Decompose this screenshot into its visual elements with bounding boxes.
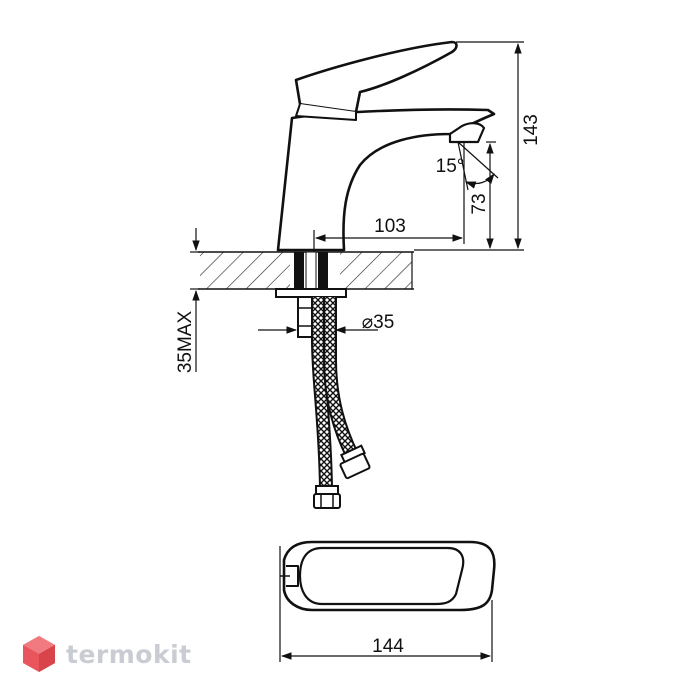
faucet-side-view	[276, 40, 496, 252]
dim-height-total: 143	[521, 114, 542, 146]
dimension-lines	[190, 41, 524, 662]
dim-hole-diameter: ⌀35	[362, 312, 395, 333]
supply-hoses	[311, 297, 371, 509]
brand-watermark: termokit	[22, 634, 192, 674]
faucet-top-view	[280, 540, 496, 612]
dim-max-thickness: 35MAX	[175, 311, 196, 374]
dim-handle-length: 144	[372, 636, 404, 657]
termokit-logo-icon	[23, 636, 55, 672]
brand-name: termokit	[66, 639, 192, 669]
dim-spout-reach: 103	[374, 216, 406, 237]
dim-spout-height: 73	[469, 193, 490, 214]
countertop-section	[198, 251, 414, 290]
dim-angle: 15°	[436, 156, 465, 177]
